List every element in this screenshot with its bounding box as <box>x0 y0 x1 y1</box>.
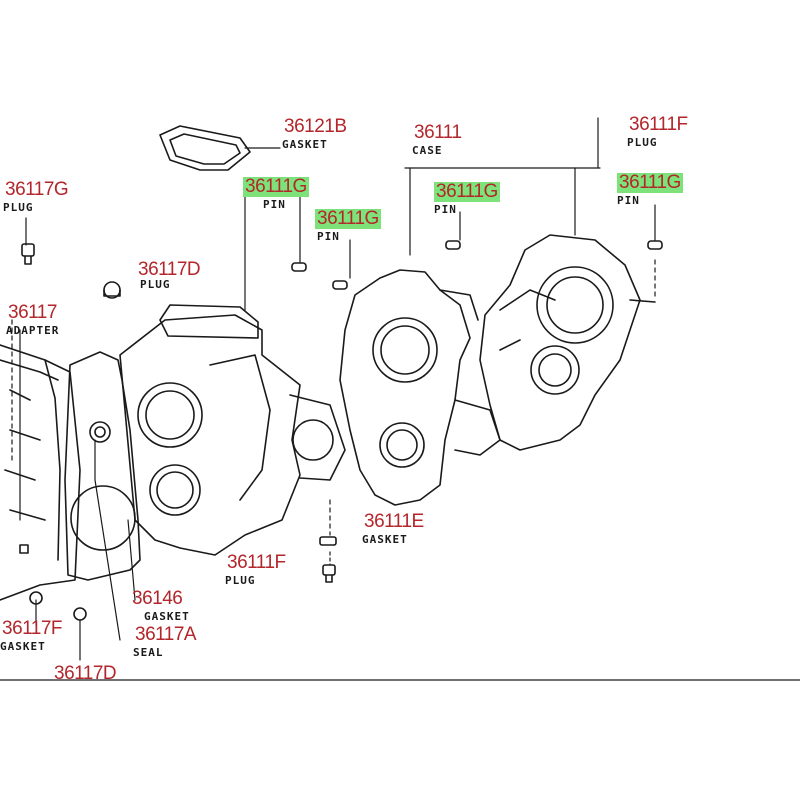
part-label: GASKET <box>362 533 408 546</box>
part-label: PIN <box>263 198 286 211</box>
part-label: PLUG <box>3 201 34 214</box>
part-number-highlighted: 36111G <box>243 176 309 197</box>
middle-case-shape <box>339 269 501 506</box>
part-label: GASKET <box>144 610 190 623</box>
part-label: GASKET <box>0 640 46 653</box>
gasket-36121b-shape <box>159 125 251 171</box>
part-number: 36117G <box>5 179 69 200</box>
part-number: 36146 <box>132 588 183 609</box>
callout-36146-gasket: 36146 GASKET <box>130 588 190 624</box>
callout-36117a-seal: 36117A SEAL <box>133 624 198 660</box>
pin-shapes <box>291 240 663 290</box>
part-label: PIN <box>434 203 457 216</box>
callout-36111e-gasket: 36111E GASKET <box>362 511 426 547</box>
callout-36117d-plug-top: 36117D PLUG <box>136 259 202 292</box>
part-label: ADAPTER <box>6 324 60 337</box>
part-label: PLUG <box>225 574 256 587</box>
front-case-shape <box>119 304 346 556</box>
part-number: 36121B <box>284 116 347 137</box>
part-number: 36117D <box>138 259 201 280</box>
adapter-housing-shape <box>0 344 81 601</box>
part-number-highlighted: 36111G <box>434 181 500 202</box>
part-label: PLUG <box>140 278 171 291</box>
leader-lines <box>0 117 800 681</box>
part-label: PLUG <box>627 136 658 149</box>
part-number: 36117D <box>54 663 117 684</box>
part-number: 36117A <box>135 624 197 645</box>
part-number-highlighted: 36111G <box>315 208 381 229</box>
callout-36111g-pin-4: 36111G PIN <box>617 173 683 207</box>
callout-36111f-plug-bottom: 36111F PLUG <box>225 552 288 588</box>
part-number-highlighted: 36111G <box>617 172 683 193</box>
part-label: PIN <box>317 230 340 243</box>
part-label: CASE <box>412 144 443 157</box>
callout-36111g-pin-1: 36111G PIN <box>243 177 309 211</box>
callout-36117f-gasket: 36117F GASKET <box>0 618 64 654</box>
plug-shapes <box>19 243 337 621</box>
part-number: 36117F <box>2 618 63 639</box>
callout-36111g-pin-2: 36111G PIN <box>315 209 381 243</box>
part-label: SEAL <box>133 646 164 659</box>
part-number: 36117 <box>8 302 57 323</box>
part-label: GASKET <box>282 138 328 151</box>
callout-36111f-plug-top: 36111F PLUG <box>627 114 690 150</box>
callout-36117g-plug: 36117G PLUG <box>3 179 70 215</box>
callout-36111-case: 36111 CASE <box>412 122 464 158</box>
part-number: 36111 <box>414 122 462 143</box>
callout-36117-adapter: 36117 ADAPTER <box>6 302 60 338</box>
part-label: PIN <box>617 194 640 207</box>
callout-36121b-gasket: 36121B GASKET <box>282 116 349 152</box>
rear-case-shape <box>479 234 656 451</box>
callout-36111g-pin-3: 36111G PIN <box>434 182 500 216</box>
part-number: 36111F <box>629 114 688 135</box>
part-number: 36111E <box>364 511 424 532</box>
callout-36117d-bottom: 36117D <box>52 664 118 684</box>
part-number: 36111F <box>227 552 286 573</box>
